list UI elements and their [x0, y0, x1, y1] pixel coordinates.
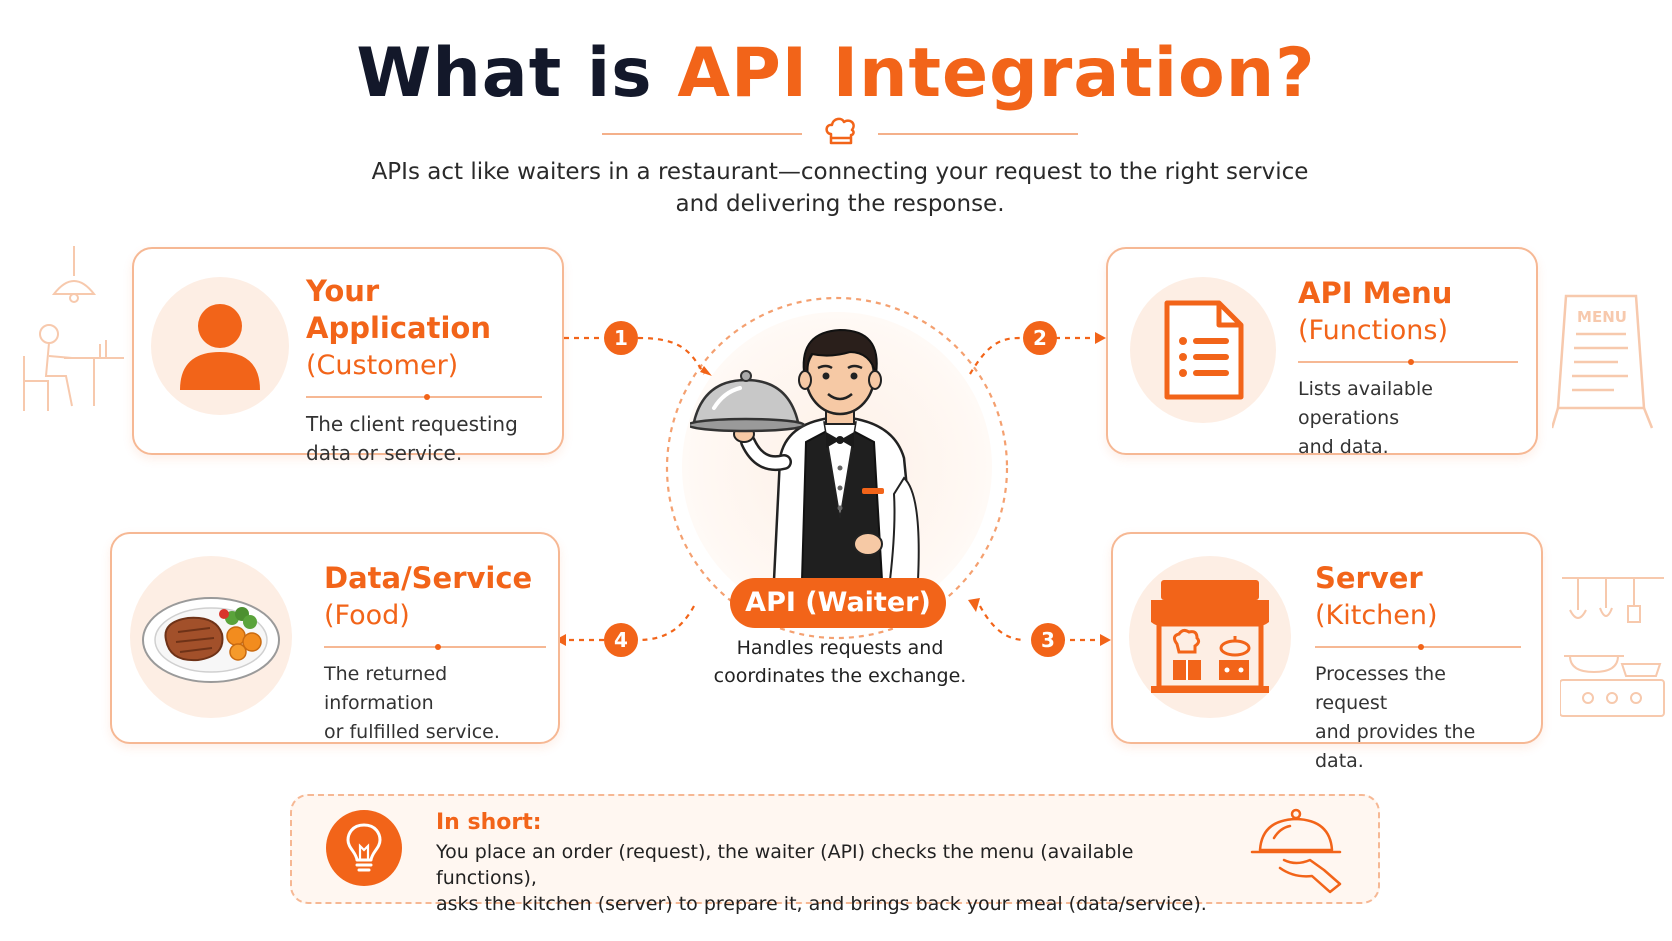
subtitle-line-1: APIs act like waiters in a restaurant—co…: [371, 159, 1309, 185]
card-divider: [306, 394, 542, 400]
card-desc-line-1: Lists available operations: [1298, 378, 1433, 429]
center-desc-line-2: coordinates the exchange.: [713, 665, 967, 687]
chef-hat-icon: [825, 117, 855, 145]
card-title: Data/Service: [324, 561, 533, 595]
diner-sketch-icon: [23, 246, 124, 411]
waiter-icon: [690, 328, 920, 580]
user-icon: [180, 304, 260, 390]
card-desc-line-2: and data.: [1298, 436, 1389, 458]
arrow-head-3b: [968, 598, 980, 612]
card-divider: [1298, 359, 1518, 365]
icon-circle: [151, 277, 289, 415]
icon-circle: [130, 556, 292, 718]
menu-board-sketch-icon: MENU: [1552, 294, 1654, 429]
card-server: Server (Kitchen) Processes the request a…: [1111, 532, 1543, 772]
step-badge-3: 3: [1031, 623, 1065, 657]
card-desc-line-2: or fulfilled service.: [324, 721, 500, 743]
arrow-head-1: [700, 366, 712, 376]
card-title: API Menu: [1298, 276, 1453, 310]
card-divider: [324, 644, 546, 650]
subtitle-line-2: and delivering the response.: [675, 191, 1005, 217]
lightbulb-badge: [326, 810, 402, 886]
card-desc-line-2: and provides the data.: [1315, 721, 1476, 772]
card-subtitle: (Food): [324, 600, 410, 631]
card-desc-line-1: Processes the request: [1315, 663, 1446, 714]
card-desc-line-1: The client requesting: [306, 412, 518, 436]
page-title: What is API Integration?: [0, 34, 1672, 113]
card-title: Your Application: [306, 274, 491, 345]
summary-line-1: You place an order (request), the waiter…: [436, 841, 1134, 889]
card-data-service: Data/Service (Food) The returned informa…: [110, 532, 560, 744]
subtitle: APIs act like waiters in a restaurant—co…: [360, 156, 1320, 220]
card-divider: [1315, 644, 1521, 650]
summary-box: In short: You place an order (request), …: [290, 794, 1380, 915]
kitchen-icon: [1151, 580, 1269, 693]
card-title: Server: [1315, 561, 1423, 595]
step-badge-1: 1: [604, 321, 638, 355]
summary-line-2: asks the kitchen (server) to prepare it,…: [436, 893, 1207, 915]
card-subtitle: (Kitchen): [1315, 600, 1438, 631]
card-desc-line-2: data or service.: [306, 441, 463, 465]
card-your-application: Your Application (Customer) The client r…: [132, 247, 564, 465]
summary-title: In short:: [436, 810, 542, 835]
title-divider-left: [602, 133, 802, 135]
kitchen-tools-sketch-icon: [1560, 577, 1665, 717]
card-subtitle: (Customer): [306, 350, 459, 381]
serving-cloche-icon: [1250, 808, 1342, 894]
step-badge-2: 2: [1023, 321, 1057, 355]
title-part-dark: What is: [356, 34, 678, 113]
icon-circle: [1130, 277, 1276, 423]
api-waiter-label: API (Waiter): [730, 578, 946, 628]
card-desc-line-1: The returned information: [324, 663, 448, 714]
document-list-icon: [1164, 300, 1244, 400]
arrow-head-4: [555, 634, 566, 646]
title-part-accent: API Integration?: [677, 34, 1316, 113]
center-desc: Handles requests and coordinates the exc…: [690, 634, 990, 690]
title-divider-right: [878, 133, 1078, 135]
icon-circle: [1129, 556, 1291, 718]
lightbulb-icon: [346, 823, 382, 872]
card-subtitle: (Functions): [1298, 315, 1448, 346]
food-plate-icon: [142, 597, 280, 683]
arrow-head-3: [1100, 634, 1111, 646]
card-api-menu: API Menu (Functions) Lists available ope…: [1106, 247, 1538, 458]
step-badge-4: 4: [604, 623, 638, 657]
center-desc-line-1: Handles requests and: [736, 637, 944, 659]
arrow-head-2: [1095, 332, 1106, 344]
menu-board-text: MENU: [1577, 308, 1627, 326]
